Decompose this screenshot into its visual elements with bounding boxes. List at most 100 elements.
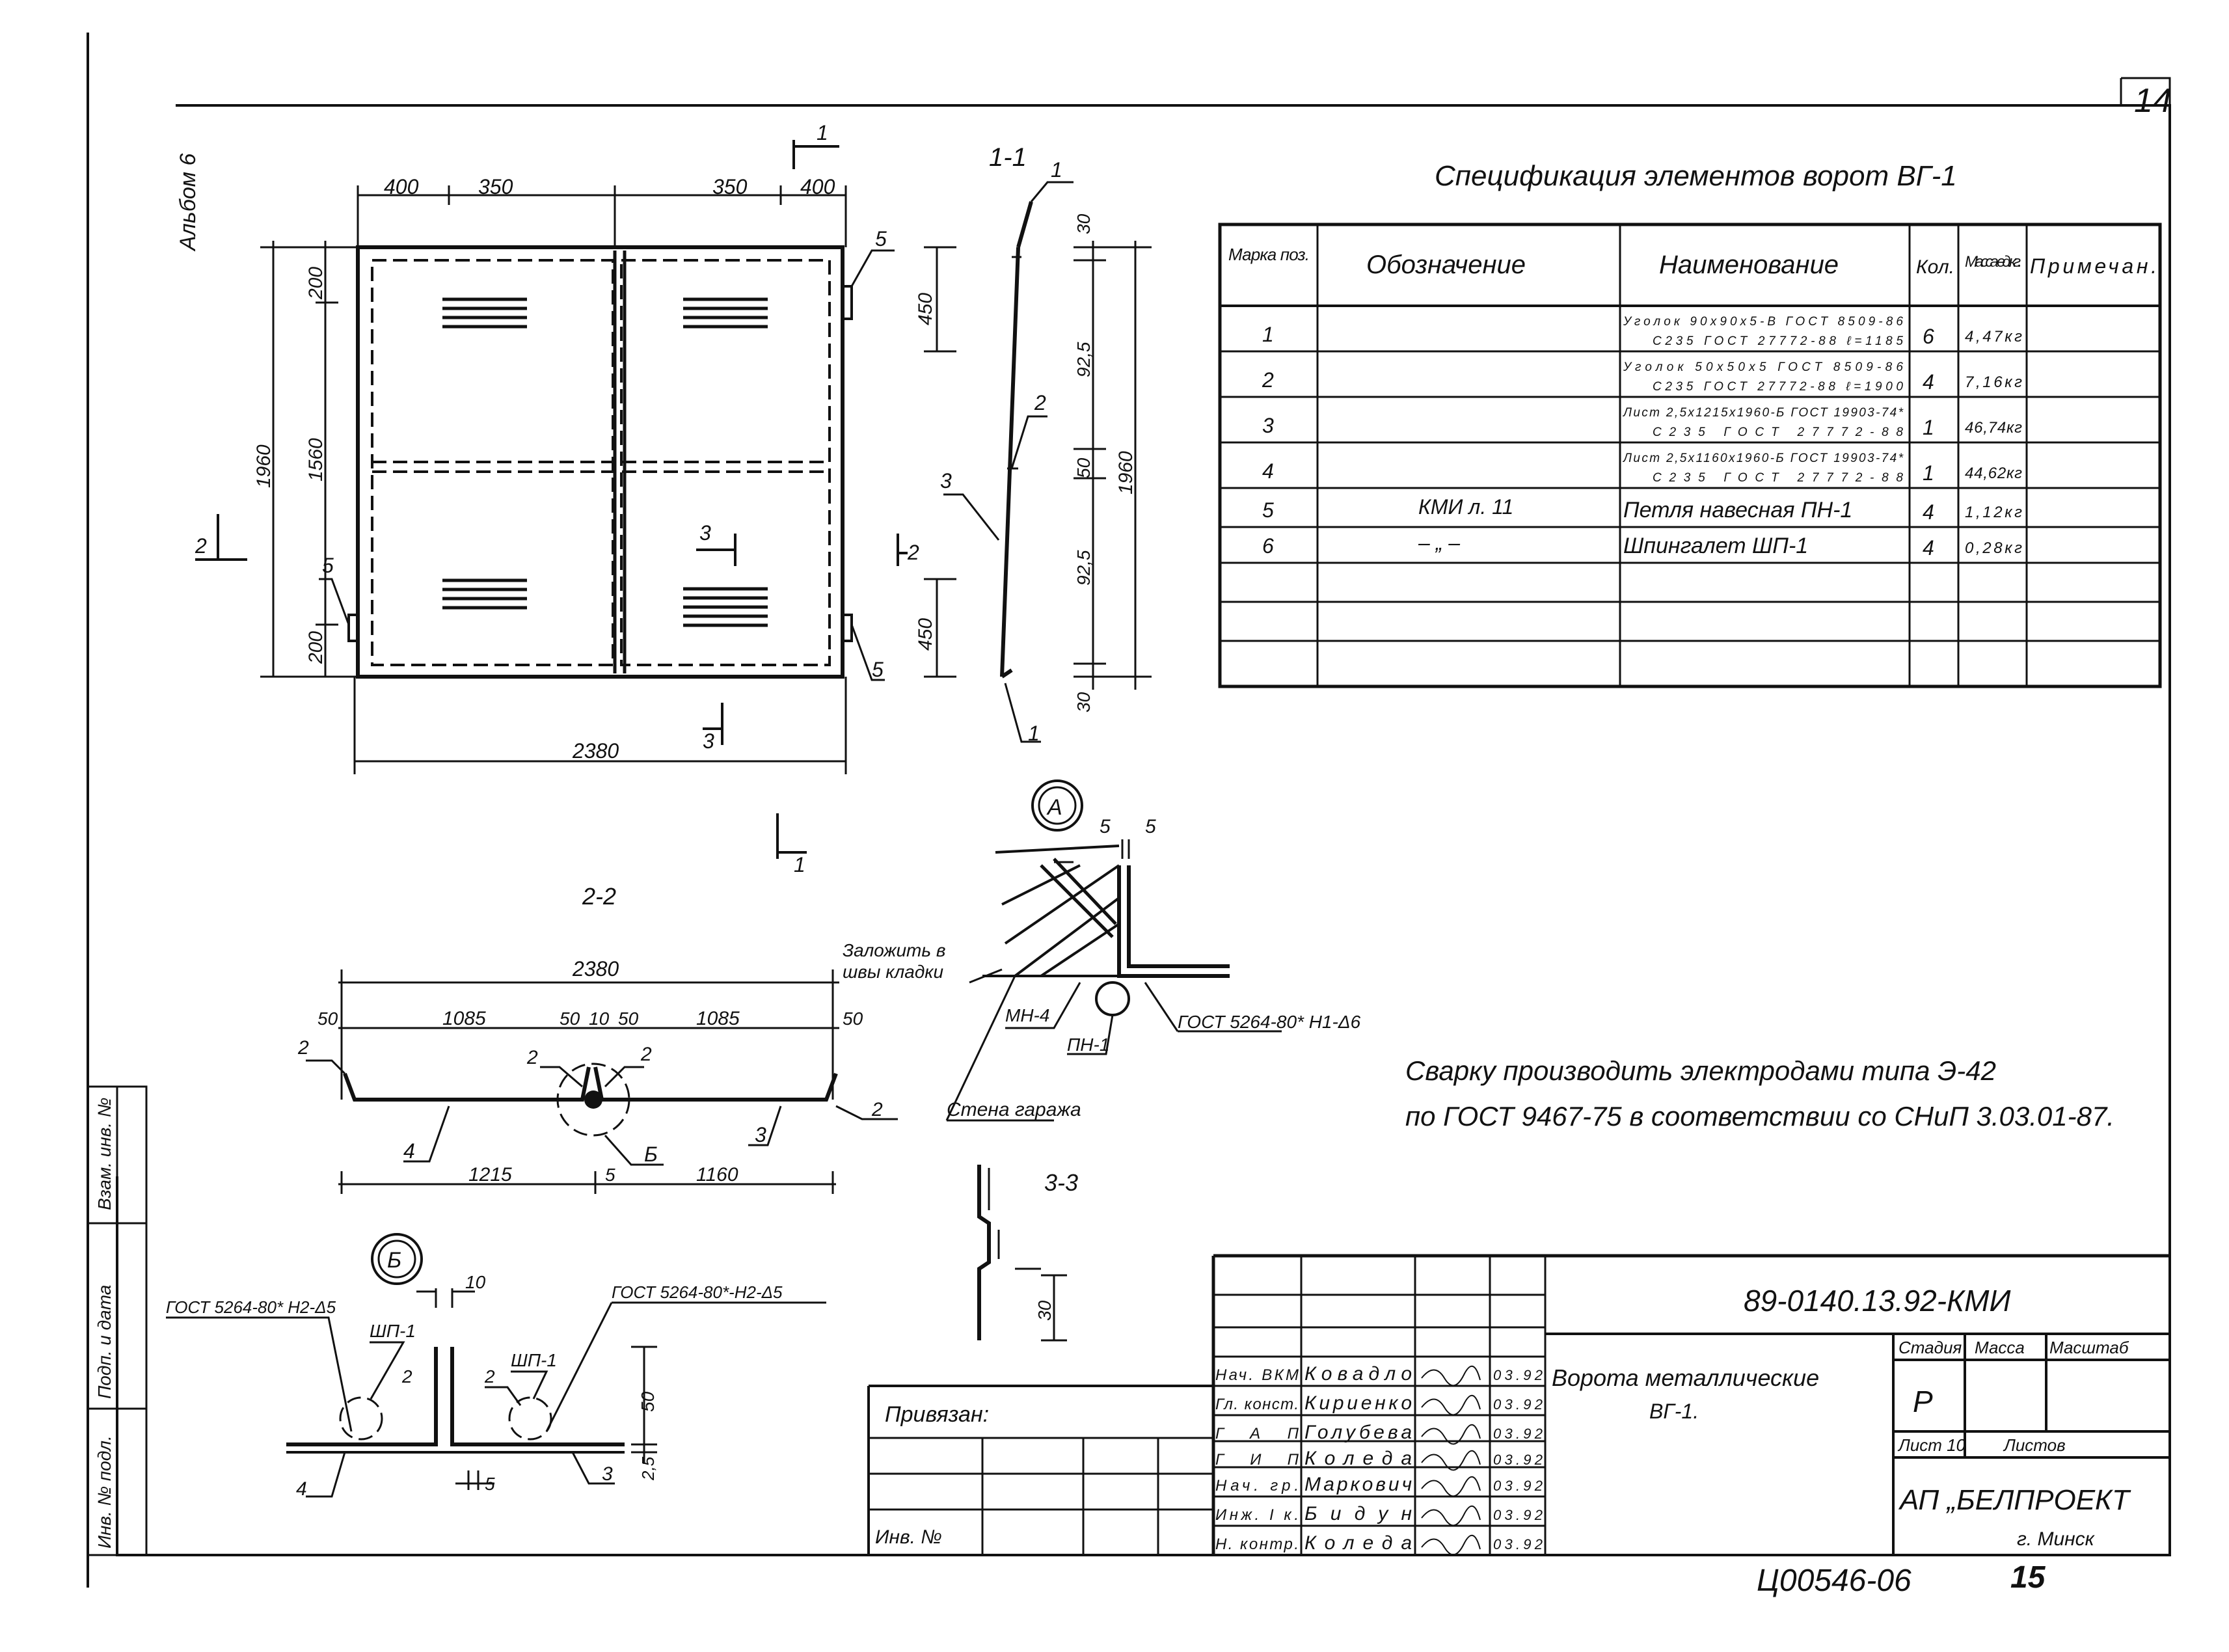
dim-top-400-right: 400 — [800, 175, 835, 198]
spec-row-qty: 4 — [1923, 500, 1934, 524]
signature-name: Голубева — [1304, 1422, 1412, 1443]
section-mark-1-bottom: 1 — [794, 853, 805, 876]
spec-h-note: Примечан. — [2030, 254, 2157, 278]
spec-h-name: Наименование — [1659, 251, 1839, 279]
spec-row-name-l2: С235 ГОСТ 27772-88 — [1653, 471, 1903, 485]
signature-name: Коледа — [1304, 1532, 1412, 1554]
vent-louver-bottom-right — [683, 587, 768, 627]
section-2-2-dim-50-r: 50 — [843, 1009, 863, 1029]
scale-label: Масштаб — [2049, 1338, 2129, 1357]
vent-louver-top-right — [683, 297, 768, 329]
detail-a-dim-5-l: 5 — [1100, 816, 1111, 837]
dim-top-400-left: 400 — [384, 175, 419, 198]
section-1-1-dim-30-top: 30 — [1074, 213, 1094, 234]
spec-row-mass: 1,12кг — [1965, 504, 2022, 521]
signature-name: Коледа — [1304, 1448, 1412, 1469]
signature-role: Н. контр. — [1215, 1536, 1299, 1553]
section-2-2-callout-b: Б — [644, 1143, 658, 1166]
spec-row-mass: 4,47кг — [1965, 328, 2022, 345]
detail-b-2-right: 2 — [484, 1366, 495, 1387]
section-2-2-dim-50-cl: 50 — [560, 1009, 580, 1029]
spec-row-mark: 3 — [1262, 414, 1274, 437]
section-3-3: 3-3 30 — [977, 1165, 1078, 1342]
detail-b-weld-left: ГОСТ 5264-80* Н2-Δ5 — [166, 1297, 336, 1317]
side-stamp: Инв. № подл. Подп. и дата Взам. инв. № — [88, 1085, 148, 1556]
spec-row-name-l2: С235 ГОСТ 27772-88 ℓ=1185 — [1653, 334, 1903, 348]
spec-row-mark: 5 — [1262, 498, 1274, 522]
spec-row-qty: 1 — [1923, 416, 1934, 439]
item-name-2: ВГ-1. — [1649, 1400, 1699, 1423]
detail-a-label: А — [1046, 795, 1062, 820]
section-1-1-dim-total: 1960 — [1115, 451, 1137, 494]
dim-left-200-bottom: 200 — [305, 631, 327, 664]
spec-h-mark: Марка поз. — [1228, 245, 1310, 264]
side-stamp-sign: Подп. и дата — [94, 1285, 115, 1399]
dim-left-200-top: 200 — [305, 267, 327, 300]
dim-top-350-right: 350 — [712, 175, 748, 198]
sheets-label: Листов — [2003, 1435, 2066, 1455]
signature-date: 03.92 — [1493, 1452, 1543, 1468]
tied-inv: Инв. № — [875, 1526, 942, 1548]
section-1-1-callout-2: 2 — [1034, 391, 1046, 414]
doc-code: 89-0140.13.92-КМИ — [1744, 1284, 2010, 1318]
section-mark-2-left: 2 — [195, 534, 207, 558]
section-1-1-dim-30-bottom: 30 — [1074, 692, 1094, 712]
bottom-code: Ц00546-06 — [1757, 1564, 1912, 1598]
signature-name: Маркович — [1304, 1474, 1412, 1495]
detail-a-dim-5-r: 5 — [1145, 816, 1156, 837]
spec-title: Спецификация элементов ворот ВГ-1 — [1435, 160, 1957, 192]
spec-row-qty: 1 — [1923, 461, 1934, 485]
section-mark-1-top: 1 — [817, 121, 828, 144]
detail-b-dim-25: 2,5 — [638, 1456, 658, 1481]
spec-row-name: Петля навесная ПН-1 — [1623, 498, 1852, 522]
detail-a-embed-1: Заложить в — [843, 940, 945, 960]
section-1-1-dim-50: 50 — [1074, 457, 1094, 478]
detail-a-weld: ГОСТ 5264-80* Н1-Δ6 — [1178, 1012, 1361, 1032]
section-2-2-callout-2-a: 2 — [297, 1037, 309, 1059]
detail-a-wall: Стена гаража — [947, 1099, 1081, 1120]
section-1-1-callout-1-bottom: 1 — [1028, 722, 1040, 745]
vent-louver-top-left — [442, 297, 527, 329]
detail-a-embed-2: швы кладки — [843, 962, 944, 982]
spec-row-mark: 6 — [1262, 534, 1274, 558]
spec-row-designation: КМИ л. 11 — [1418, 495, 1513, 519]
signature-scribble — [1421, 1424, 1481, 1445]
spec-h-designation: Обозначение — [1366, 251, 1526, 279]
side-stamp-replace: Взам. инв. № — [94, 1098, 115, 1210]
signature-scribble — [1421, 1476, 1481, 1497]
detail-b-shp-right: ШП-1 — [511, 1350, 557, 1370]
tied-label: Привязан: — [885, 1402, 989, 1427]
section-2-2-dim-50-l: 50 — [317, 1009, 338, 1029]
section-2-2-dim-5: 5 — [605, 1165, 615, 1185]
signature-scribble — [1421, 1450, 1481, 1471]
dim-left-1960: 1960 — [253, 444, 275, 488]
note-line-1: Сварку производить электродами типа Э-42 — [1405, 1055, 1996, 1086]
signature-role: ГИП — [1215, 1451, 1299, 1469]
signature-role: Нач. ВКМ — [1215, 1366, 1299, 1384]
section-mark-3-top: 3 — [699, 521, 711, 545]
spec-row-mark: 1 — [1262, 323, 1274, 346]
spec-row-name-l1: Уголок 50х50х5 ГОСТ 8509-86 — [1623, 360, 1903, 374]
dim-right-450-bottom: 450 — [915, 618, 936, 651]
section-1-1-callout-3: 3 — [940, 469, 952, 493]
signature-name: Бидун — [1304, 1503, 1412, 1524]
detail-b-weld-right: ГОСТ 5264-80*-Н2-Δ5 — [612, 1282, 783, 1302]
mass-label: Масса — [1975, 1338, 2025, 1357]
signature-scribble — [1421, 1366, 1481, 1387]
tied-block: Привязан: Инв. № — [867, 1385, 1215, 1555]
signature-role: ГАП — [1215, 1425, 1299, 1442]
spec-row-name-l1: Лист 2,5х1215х1960-Б ГОСТ 19903-74* — [1622, 406, 1904, 420]
detail-a-pn: ПН-1 — [1067, 1035, 1109, 1055]
detail-b-mark-3: 3 — [602, 1463, 613, 1485]
stage-value: Р — [1913, 1385, 1933, 1418]
note-line-2: по ГОСТ 9467-75 в соответствии со СНиП 3… — [1405, 1101, 2114, 1131]
signature-name: Кириенко — [1304, 1392, 1412, 1414]
section-1-1-title: 1-1 — [989, 143, 1027, 172]
spec-row-mass: 46,74кг — [1965, 419, 2022, 437]
spec-row-qty: 4 — [1923, 536, 1934, 560]
signature-role: Нач. гр. — [1215, 1477, 1299, 1495]
sheet-label: Лист 10 — [1897, 1435, 1966, 1455]
welding-note: Сварку производить электродами типа Э-42… — [1405, 1055, 2114, 1131]
